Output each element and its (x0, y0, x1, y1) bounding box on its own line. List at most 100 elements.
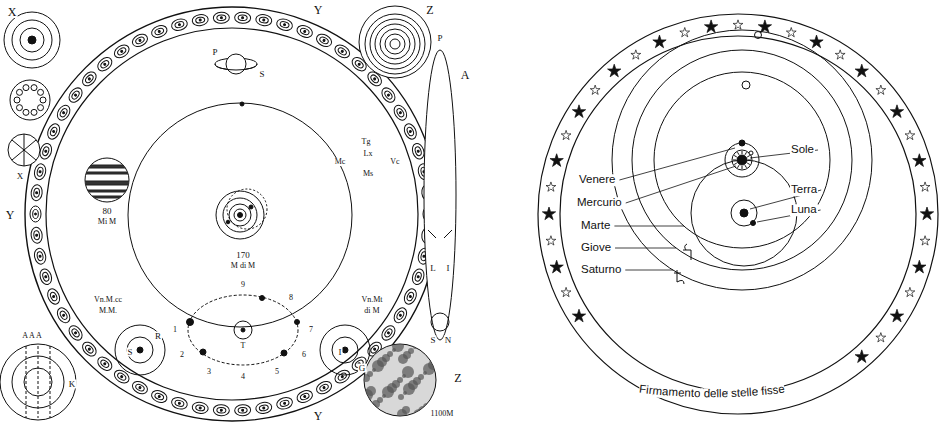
drawing-ellipse (379, 85, 397, 104)
drawing-g (150, 23, 169, 39)
letter-label: A A A (21, 332, 43, 340)
drawing-circle (216, 191, 264, 239)
drawing-circle (423, 255, 425, 257)
drawing-ellipse (33, 163, 47, 181)
drawing-circle (220, 17, 222, 19)
drawing-g (191, 401, 209, 414)
drawing-line (742, 166, 743, 169)
drawing-circle (40, 97, 46, 103)
drawing-line (734, 163, 737, 165)
drawing-g (410, 267, 426, 286)
drawing-circle (178, 23, 180, 25)
drawing-g (55, 103, 73, 122)
drawing-circle (749, 151, 753, 155)
drawing-ellipse (174, 399, 184, 407)
drawing-ellipse (414, 146, 422, 156)
moon-texture (361, 340, 438, 421)
drawing-ellipse (36, 251, 43, 261)
drawing-circle (283, 402, 285, 404)
drawing-g (255, 401, 273, 414)
drawing-ellipse (188, 295, 298, 365)
drawing-circle (127, 337, 153, 363)
drawing-circle (238, 213, 243, 218)
drawing-circle (428, 360, 438, 370)
drawing-path (674, 270, 684, 284)
left-system (0, 6, 456, 421)
letter-label: P (211, 48, 218, 57)
drawing-ellipse (154, 27, 164, 36)
drawing-ellipse (33, 188, 40, 198)
letter-label: Lx (363, 150, 374, 158)
drawing-g (314, 379, 333, 396)
letter-label: 9 (240, 281, 246, 289)
drawing-ellipse (300, 392, 310, 401)
drawing-circle (387, 351, 393, 357)
drawing-circle (88, 348, 91, 351)
drawing-circle (332, 337, 358, 363)
drawing-g (112, 368, 131, 386)
drawing-line (748, 160, 751, 161)
letter-label: Vn.M.cc (93, 296, 123, 304)
drawing-ellipse (275, 17, 293, 32)
drawing-g (275, 17, 293, 32)
drawing-g (33, 163, 47, 181)
drawing-g (402, 122, 419, 141)
drawing-ellipse (396, 107, 405, 118)
drawing-path (542, 207, 555, 220)
drawing-g (379, 85, 397, 104)
drawing-circle (178, 402, 180, 404)
drawing-circle (0, 344, 76, 420)
drawing-line (745, 152, 747, 155)
drawing-g (333, 368, 352, 386)
letter-label: Vn.Mt (360, 296, 383, 304)
drawing-circle (25, 7, 439, 421)
drawing-ellipse (30, 184, 43, 201)
letter-label: 80 (102, 207, 113, 216)
drawing-ellipse (217, 407, 226, 413)
drawing-circle (560, 36, 916, 392)
leader-line (615, 248, 676, 249)
drawing-path (835, 50, 845, 59)
drawing-ellipse (259, 404, 269, 411)
drawing-g (33, 247, 47, 265)
drawing-circle (14, 97, 20, 103)
drawing-ellipse (354, 59, 364, 69)
planet-label: Marte (580, 220, 611, 232)
drawing-path (590, 85, 600, 94)
drawing-rect (84, 190, 130, 192)
drawing-ellipse (191, 401, 209, 414)
drawing-circle (39, 171, 41, 173)
letter-label: S (126, 348, 133, 357)
drawing-g (410, 142, 426, 161)
drawing-circle (260, 296, 265, 301)
drawing-g (66, 323, 84, 342)
drawing-circle (249, 205, 253, 209)
drawing-circle (52, 295, 55, 298)
planet-label: Saturno (580, 264, 622, 276)
drawing-ellipse (30, 206, 41, 222)
drawing-circle (227, 189, 267, 229)
drawing-g (80, 340, 99, 359)
drawing-circle (365, 14, 425, 74)
drawing-circle (158, 395, 161, 398)
drawing-ellipse (45, 287, 62, 306)
planet-label: Luna (790, 204, 818, 216)
drawing-ellipse (424, 50, 456, 340)
drawing-circle (45, 150, 48, 153)
drawing-circle (242, 409, 244, 411)
drawing-path (572, 105, 585, 118)
letter-label: P (436, 34, 443, 43)
drawing-ellipse (238, 407, 247, 413)
drawing-circle (431, 313, 449, 331)
drawing-ellipse (66, 85, 84, 104)
drawing-ellipse (135, 36, 146, 45)
drawing-ellipse (259, 17, 269, 24)
drawing-ellipse (116, 47, 127, 57)
drawing-circle (263, 407, 265, 409)
drawing-g (333, 42, 352, 60)
drawing-ellipse (95, 55, 114, 74)
drawing-ellipse (49, 291, 58, 302)
drawing-ellipse (116, 372, 127, 382)
drawing-ellipse (59, 107, 68, 118)
drawing-g (84, 165, 130, 198)
